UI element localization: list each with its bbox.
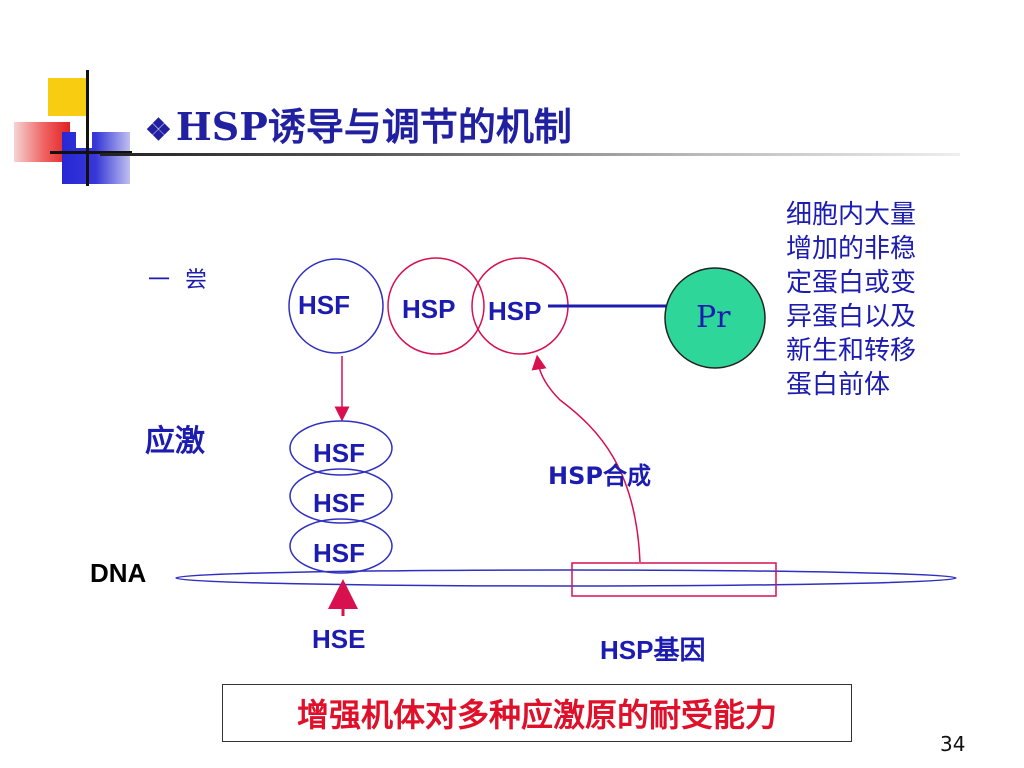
dna-label: DNA xyxy=(90,558,147,588)
hsf-label: HSF xyxy=(298,290,350,320)
logo-red-square xyxy=(14,122,70,162)
hsf-trimer-ellipse-1 xyxy=(289,420,393,476)
title-bullet-icon: ❖ xyxy=(145,113,172,148)
conclusion-text: 增强机体对多种应激原的耐受能力 xyxy=(296,696,777,734)
hsp-gene-box xyxy=(571,562,777,597)
conclusion-box: 增强机体对多种应激原的耐受能力 xyxy=(222,684,852,742)
hsf-trimer-ellipse-2 xyxy=(289,468,393,524)
hsp-label-1: HSP xyxy=(402,294,456,324)
title-underline xyxy=(100,153,960,156)
hsf-trimer-label-2: HSF xyxy=(313,488,365,518)
slide-title: ❖HSP诱导与调节的机制 xyxy=(145,96,572,151)
pr-label: Pr xyxy=(696,300,731,335)
hsp-label-2: HSP xyxy=(488,296,542,326)
hsf-trimer-ellipse-3 xyxy=(289,518,393,574)
logo-yellow-square xyxy=(48,78,86,116)
hsf-trimer-label-1: HSF xyxy=(313,438,365,468)
hse-label: HSE xyxy=(312,624,366,654)
hsp-circle-1 xyxy=(387,257,485,355)
dna-strand xyxy=(175,569,957,587)
hsp-synthesis-label: HSP合成 xyxy=(548,462,651,490)
hsp-gene-label: HSP基因 xyxy=(600,635,706,665)
title-text: HSP诱导与调节的机制 xyxy=(175,104,572,149)
pr-circle xyxy=(664,267,766,369)
hidden-text-fragment: 一 尝 xyxy=(148,268,211,293)
logo-horizontal-line xyxy=(50,151,132,154)
page-number: 34 xyxy=(940,732,966,756)
logo-vertical-line xyxy=(86,70,89,186)
unstable-protein-description: 细胞内大量 增加的非稳 定蛋白或变 异蛋白以及 新生和转移 蛋白前体 xyxy=(786,200,917,400)
hsp-synthesis-arrow xyxy=(531,354,641,563)
hsf-circle xyxy=(288,258,384,354)
stress-label: 应激 xyxy=(145,424,205,459)
logo-blue-square xyxy=(62,132,130,184)
hsf-trimer-label-3: HSF xyxy=(313,538,365,568)
